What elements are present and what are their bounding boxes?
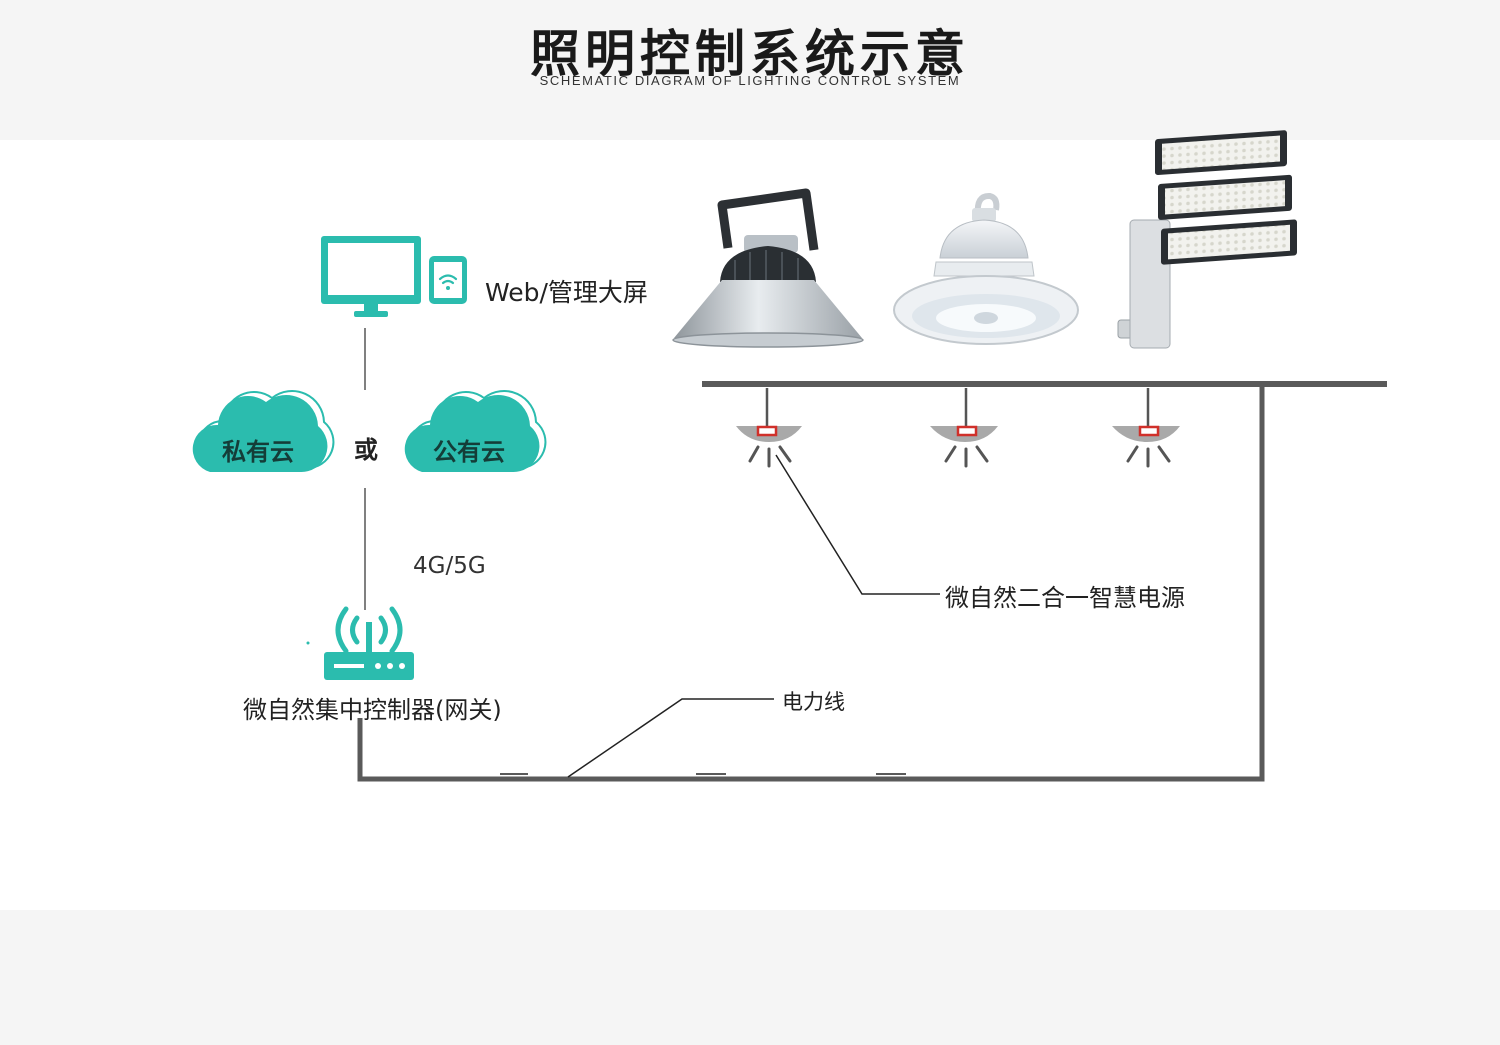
router-icon bbox=[306, 606, 414, 680]
tablet-icon bbox=[429, 256, 467, 304]
network-label: 4G/5G bbox=[413, 553, 486, 579]
smart-power-label: 微自然二合一智慧电源 bbox=[945, 584, 1185, 612]
power-module-icon bbox=[1112, 388, 1180, 468]
highbay-lamp-icon bbox=[672, 188, 864, 348]
ufo-lamp-icon bbox=[893, 192, 1079, 345]
private-cloud-icon bbox=[192, 389, 335, 473]
gateway-label: 微自然集中控制器(网关) bbox=[243, 696, 502, 724]
private-cloud-label: 私有云 bbox=[222, 438, 294, 466]
public-cloud-icon bbox=[404, 389, 547, 473]
wifi-icon bbox=[438, 274, 458, 285]
web-screen-label: Web/管理大屏 bbox=[485, 278, 648, 307]
public-cloud-label: 公有云 bbox=[433, 438, 505, 466]
power-line-label: 电力线 bbox=[782, 690, 845, 714]
power-line bbox=[357, 386, 1265, 782]
footer-band bbox=[0, 910, 1500, 1045]
header: 照明控制系统示意 SCHEMATIC DIAGRAM OF LIGHTING C… bbox=[0, 0, 1500, 140]
monitor-icon bbox=[321, 236, 421, 317]
smart-power-leader bbox=[775, 454, 940, 595]
or-label: 或 bbox=[354, 436, 378, 464]
power-module-icon bbox=[736, 388, 802, 468]
page-title: 照明控制系统示意 bbox=[530, 25, 970, 83]
power-line-leader bbox=[567, 698, 774, 778]
power-module-icon bbox=[930, 388, 998, 468]
floodlight-icon bbox=[1117, 130, 1297, 349]
page-subtitle: SCHEMATIC DIAGRAM OF LIGHTING CONTROL SY… bbox=[539, 73, 961, 88]
